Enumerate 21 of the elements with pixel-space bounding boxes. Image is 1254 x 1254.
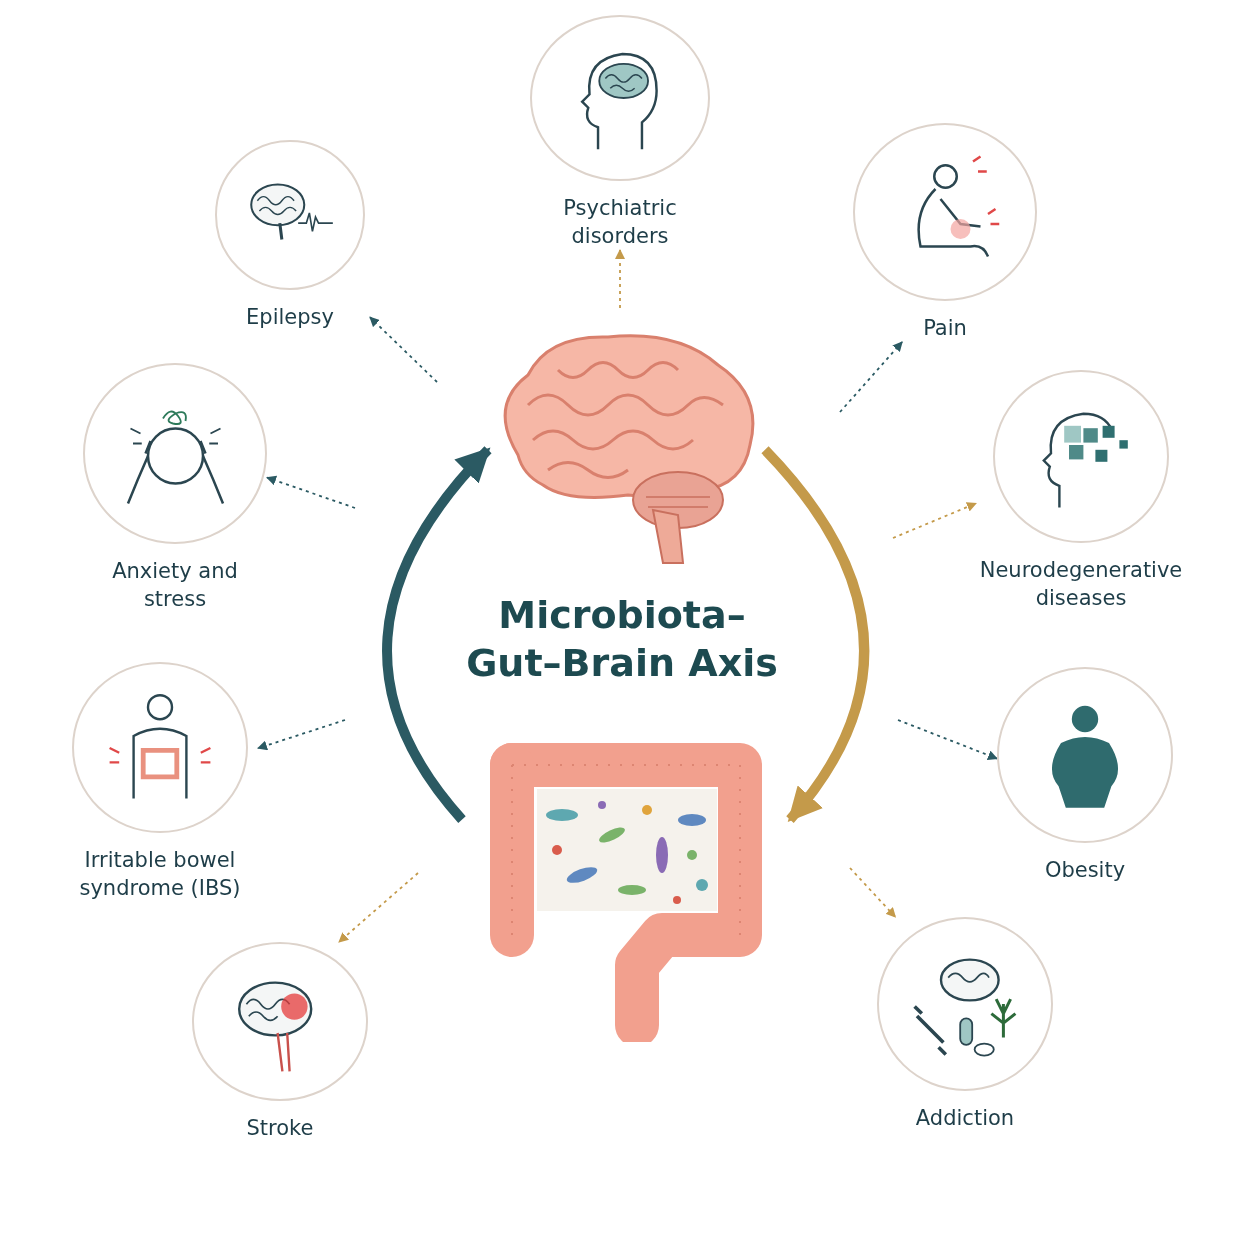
condition-label: Pain bbox=[923, 314, 967, 342]
dotted-arrow bbox=[257, 719, 346, 751]
dotted-arrow bbox=[892, 502, 977, 539]
condition-label: Stroke bbox=[246, 1114, 314, 1142]
condition-label: Neurodegenerative diseases bbox=[978, 557, 1184, 612]
condition-label: Irritable bowel syndrome (IBS) bbox=[78, 847, 242, 902]
condition-label: Addiction bbox=[915, 1104, 1015, 1132]
dotted-arrow bbox=[369, 316, 438, 383]
diagram-title: Microbiota–Gut–Brain Axis bbox=[465, 592, 779, 687]
dotted-arrow bbox=[897, 719, 998, 760]
dotted-arrow bbox=[615, 249, 625, 309]
curved-arrow bbox=[761, 446, 869, 823]
dotted-arrow bbox=[839, 341, 903, 413]
condition-label: Anxiety and stress bbox=[111, 558, 239, 613]
dotted-arrow bbox=[338, 872, 419, 943]
dotted-arrow bbox=[266, 475, 356, 509]
dotted-arrow bbox=[849, 867, 897, 918]
condition-label: Obesity bbox=[1044, 857, 1126, 884]
condition-label: Psychiatric disorders bbox=[562, 195, 678, 250]
curved-arrow bbox=[382, 446, 492, 823]
condition-label: Epilepsy bbox=[246, 304, 334, 331]
